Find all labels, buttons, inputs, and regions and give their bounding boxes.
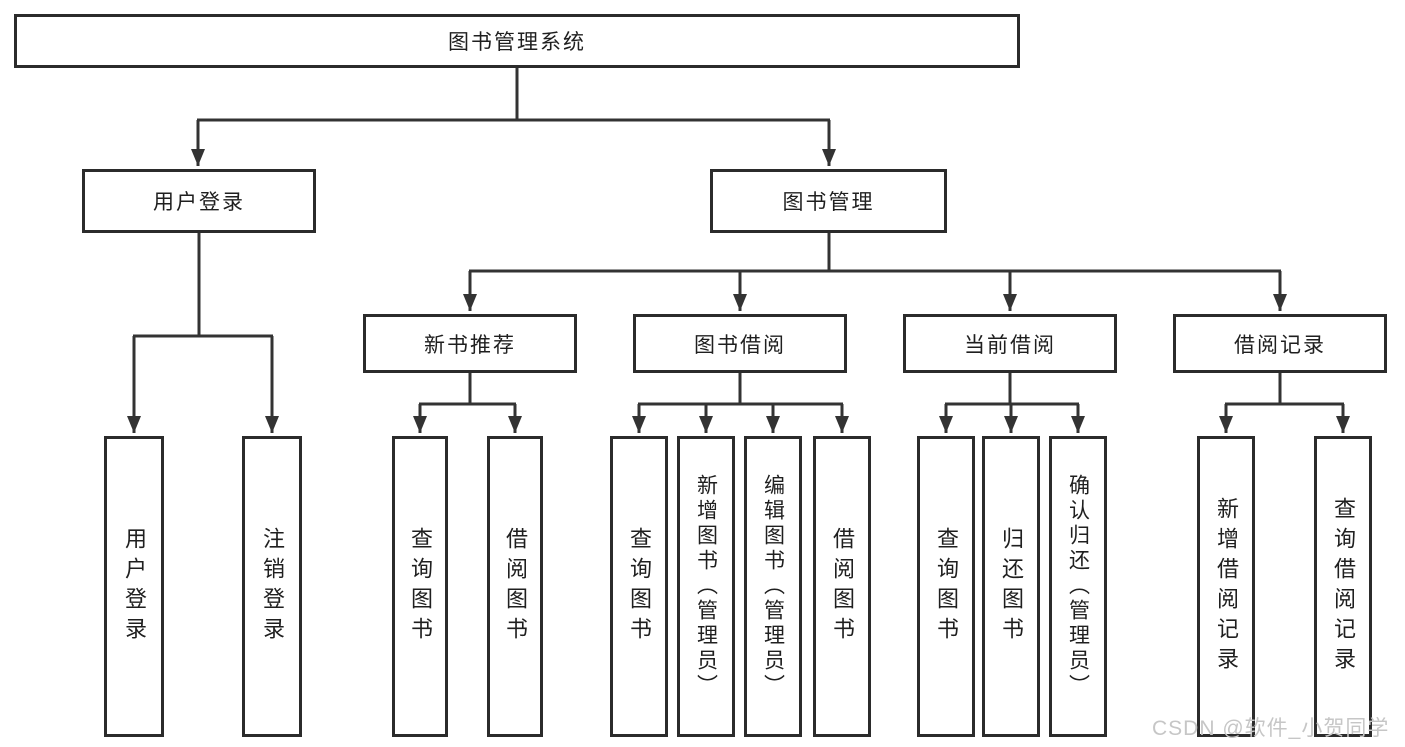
- node-current-borrow-label: 当前借阅: [964, 333, 1056, 357]
- leaf-logout: 注销登录: [242, 436, 302, 737]
- leaf-query-books-2: 查询图书: [610, 436, 668, 737]
- node-book-management: 图书管理: [710, 169, 947, 233]
- leaf-add-borrow-record-label: 新增借阅记录: [1214, 496, 1239, 677]
- leaf-query-books-1-label: 查询图书: [408, 526, 433, 647]
- leaf-query-books-1: 查询图书: [392, 436, 448, 737]
- node-borrow-records: 借阅记录: [1173, 314, 1387, 373]
- node-new-book-recommend-label: 新书推荐: [424, 333, 516, 357]
- leaf-borrow-books-2: 借阅图书: [813, 436, 871, 737]
- leaf-query-books-2-label: 查询图书: [627, 526, 652, 647]
- leaf-query-books-3: 查询图书: [917, 436, 975, 737]
- leaf-add-borrow-record: 新增借阅记录: [1197, 436, 1255, 737]
- leaf-return-books-label: 归还图书: [999, 526, 1024, 647]
- leaf-edit-books-admin-label: 编辑图书（管理员）: [761, 474, 785, 699]
- leaf-user-login-label: 用户登录: [122, 526, 147, 647]
- leaf-query-borrow-record: 查询借阅记录: [1314, 436, 1372, 737]
- leaf-query-borrow-record-label: 查询借阅记录: [1331, 496, 1356, 677]
- leaf-query-books-3-label: 查询图书: [934, 526, 959, 647]
- node-root-label: 图书管理系统: [448, 31, 586, 54]
- leaf-confirm-return-admin: 确认归还（管理员）: [1049, 436, 1107, 737]
- leaf-borrow-books-2-label: 借阅图书: [830, 526, 855, 647]
- node-current-borrow: 当前借阅: [903, 314, 1117, 373]
- leaf-edit-books-admin: 编辑图书（管理员）: [744, 436, 802, 737]
- node-user-login: 用户登录: [82, 169, 316, 233]
- node-borrow-records-label: 借阅记录: [1234, 333, 1326, 357]
- leaf-add-books-admin-label: 新增图书（管理员）: [694, 474, 718, 699]
- node-book-management-label: 图书管理: [782, 191, 875, 214]
- leaf-borrow-books-1-label: 借阅图书: [503, 526, 528, 647]
- node-book-borrow: 图书借阅: [633, 314, 847, 373]
- leaf-return-books: 归还图书: [982, 436, 1040, 737]
- node-new-book-recommend: 新书推荐: [363, 314, 577, 373]
- leaf-add-books-admin: 新增图书（管理员）: [677, 436, 735, 737]
- node-user-login-label: 用户登录: [153, 191, 245, 214]
- csdn-watermark: CSDN @软件_小贺同学: [1152, 717, 1390, 740]
- node-book-borrow-label: 图书借阅: [694, 333, 786, 357]
- leaf-logout-label: 注销登录: [260, 526, 285, 647]
- node-root-library-system: 图书管理系统: [14, 14, 1020, 68]
- leaf-user-login: 用户登录: [104, 436, 164, 737]
- leaf-confirm-return-admin-label: 确认归还（管理员）: [1066, 474, 1090, 699]
- leaf-borrow-books-1: 借阅图书: [487, 436, 543, 737]
